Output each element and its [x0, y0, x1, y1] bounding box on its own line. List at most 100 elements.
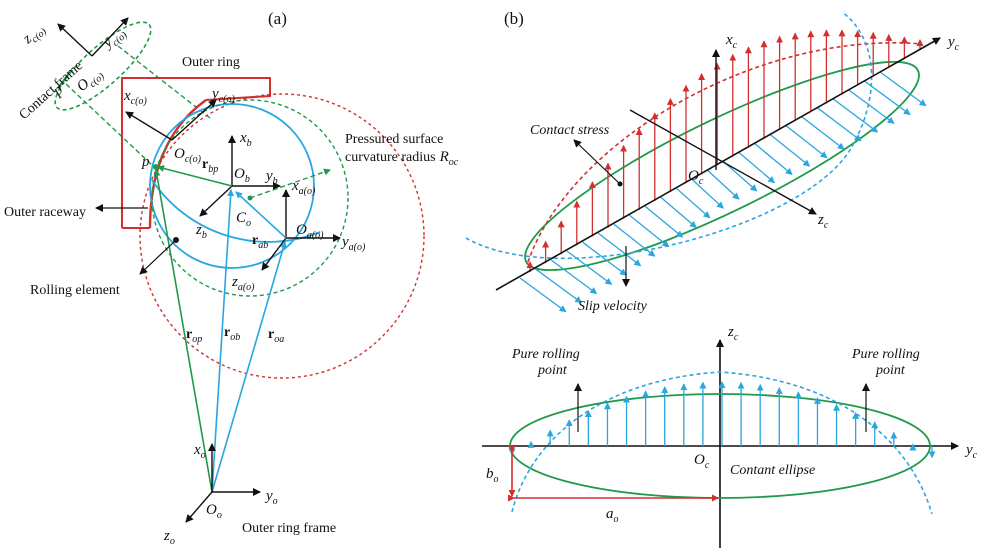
panel-a-label: (a)	[268, 9, 287, 28]
r-ab-vector	[235, 191, 287, 239]
radius-line	[249, 168, 331, 199]
upper-xc-label: xc	[725, 32, 738, 51]
lower-zc-label: zc	[727, 324, 739, 343]
contact-p-marker	[57, 71, 71, 89]
panel-b-lower: yc zc Oc Pure rolling point Pure rolling…	[482, 324, 978, 548]
oo-z-axis	[185, 491, 213, 523]
contact-z-label: zc(o)	[19, 20, 49, 50]
pure-rolling-left-1: Pure rolling	[511, 347, 580, 362]
co-origin-label: Oc(o)	[174, 146, 202, 165]
slip-arrow	[660, 196, 697, 229]
slip-arrow	[848, 89, 895, 124]
upper-zc-axis	[629, 109, 817, 215]
contant-ellipse-label: Contant ellipse	[730, 463, 815, 478]
ob-x-label: xb	[239, 130, 252, 149]
slip-arrow	[644, 205, 684, 238]
oo-x-label: xo	[193, 442, 206, 461]
r-bp-vector	[157, 165, 233, 187]
slip-arrow	[535, 268, 583, 304]
lower-slip-envelope	[511, 371, 933, 515]
point-p-label: p	[141, 154, 150, 170]
r-op-label: rop	[186, 327, 202, 345]
inner-blue-arc	[151, 179, 321, 243]
slip-arrow	[582, 241, 627, 276]
r-ob-label: rob	[224, 325, 240, 343]
outer-raceway-label: Outer raceway	[4, 205, 86, 220]
outer-ring-outline	[121, 77, 271, 228]
slip-arrow	[785, 125, 828, 159]
slip-arrow	[832, 98, 879, 133]
pressured-surface-label-1: Pressured surface	[345, 132, 443, 147]
upper-zc-label: zc	[817, 212, 829, 231]
ob-z-label: zb	[195, 222, 207, 241]
co-point-label: Co	[236, 210, 251, 229]
contact-frame-label: Contact frame	[17, 59, 86, 123]
co-x-axis	[125, 111, 173, 141]
contact-link-2	[117, 45, 211, 119]
slip-arrow-group	[519, 71, 927, 313]
ob-z-axis	[199, 185, 233, 217]
r-oa-vector	[211, 241, 287, 493]
ob-y-label: yb	[264, 168, 278, 187]
slip-velocity-label: Slip velocity	[578, 299, 648, 314]
slip-arrow	[691, 179, 724, 209]
r-ab-label: rab	[252, 233, 268, 251]
slip-arrow	[566, 250, 613, 285]
outer-raceway-arc	[148, 99, 207, 229]
slip-arrow	[816, 107, 862, 142]
oa-z-label: za(o)	[231, 274, 255, 293]
panel-b-label: (b)	[504, 9, 524, 28]
slip-arrow	[738, 152, 776, 184]
oo-origin-label: Oo	[206, 502, 222, 521]
lower-oc-label: Oc	[694, 452, 710, 471]
contact-y-axis	[91, 17, 129, 57]
r-op-vector	[153, 169, 213, 493]
slip-arrow	[707, 170, 740, 200]
slip-arrow	[550, 259, 598, 295]
pure-rolling-right-1: Pure rolling	[851, 347, 920, 362]
contact-z-axis	[57, 23, 93, 57]
panel-b: (b) yc xc zc Oc Contact stress Slip velo…	[465, 9, 960, 314]
lower-yc-label: yc	[964, 442, 978, 461]
slip-arrow	[597, 232, 642, 267]
slip-arrow	[801, 116, 845, 150]
r-oa-label: roa	[268, 327, 284, 345]
ob-origin-label: Ob	[234, 166, 250, 185]
r-ob-vector	[211, 189, 235, 493]
outer-ring-frame-label: Outer ring frame	[242, 521, 336, 536]
oa-x-label: xa(o)	[291, 178, 316, 197]
green-dashed-circle	[151, 99, 349, 297]
slip-arrow	[879, 71, 927, 107]
contact-stress-pointer	[573, 139, 621, 185]
b-o-label: bo	[486, 466, 499, 485]
co-x-label: xc(o)	[123, 88, 147, 107]
slip-arrow	[613, 223, 656, 257]
pressured-surface-circle	[139, 93, 425, 379]
pure-rolling-left-2: point	[537, 363, 568, 378]
lower-slip-arrow-group	[508, 381, 936, 459]
slip-arrow	[723, 161, 758, 192]
co-y-axis	[171, 99, 217, 141]
oa-origin-label: Oa(o)	[296, 222, 324, 241]
contact-stress-label: Contact stress	[530, 123, 610, 138]
panel-a: (a) zc(o) yc(o) Oc(o) p Contact frame Ou…	[4, 9, 459, 547]
outer-ring-label: Outer ring	[182, 55, 240, 70]
slip-arrow	[676, 187, 711, 219]
pure-rolling-right-2: point	[875, 363, 906, 378]
oa-y-label: ya(o)	[340, 234, 366, 253]
slip-arrow	[754, 143, 793, 175]
slip-arrow	[519, 277, 567, 313]
contact-link-1	[65, 83, 153, 166]
rolling-element-label: Rolling element	[30, 283, 120, 298]
stress-envelope	[527, 42, 923, 263]
contact-frame-ellipse	[54, 21, 152, 111]
upper-yc-axis	[495, 37, 941, 291]
oo-y-label: yo	[264, 488, 278, 507]
slip-arrow	[629, 214, 670, 248]
rolling-element-pointer	[139, 239, 177, 275]
r-bp-label: rbp	[202, 157, 218, 175]
a-o-label: ao	[606, 506, 619, 525]
stress-arrow-group	[526, 29, 924, 272]
